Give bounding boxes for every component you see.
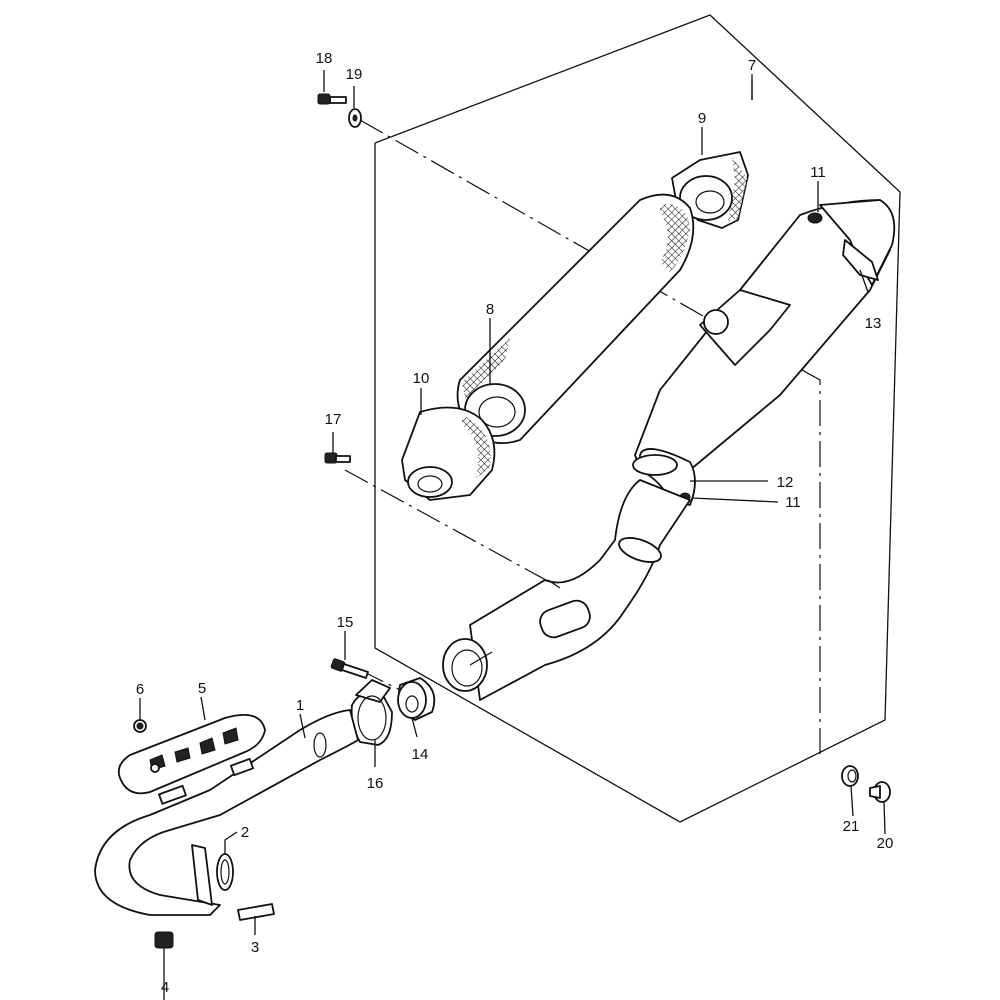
callout-12: 12 (777, 474, 794, 491)
nut-6 (133, 719, 147, 733)
callout-11-top: 11 (810, 164, 826, 181)
callout-21: 21 (843, 818, 860, 835)
muffler-body (632, 199, 896, 506)
washer-19 (348, 108, 362, 128)
header-pipe-1 (94, 709, 359, 916)
bolt-17 (324, 452, 351, 464)
exhaust-gasket-2 (216, 853, 234, 891)
bolt-15 (330, 658, 369, 679)
callout-4: 4 (161, 979, 169, 996)
callout-6: 6 (136, 681, 144, 698)
callout-19: 19 (346, 66, 363, 83)
callout-16: 16 (367, 775, 384, 792)
callout-10: 10 (413, 370, 430, 387)
callout-3: 3 (251, 939, 259, 956)
heat-shield-5 (117, 714, 266, 795)
callout-5: 5 (198, 680, 206, 697)
clamp-16 (350, 679, 393, 746)
bolt-18 (317, 93, 347, 105)
mid-pipe (442, 479, 691, 701)
nut-4 (154, 931, 174, 949)
callout-8: 8 (486, 301, 494, 318)
callout-13: 13 (865, 315, 882, 332)
callout-15: 15 (337, 614, 354, 631)
callout-1: 1 (296, 697, 304, 714)
callout-20: 20 (877, 835, 894, 852)
bolt-20 (869, 781, 891, 803)
callout-17: 17 (325, 411, 342, 428)
inlet-cap-10 (401, 406, 496, 501)
callout-11-bottom: 11 (785, 494, 801, 511)
callout-labels: 18 19 7 9 11 13 8 10 17 12 11 15 6 5 1 1… (136, 50, 894, 996)
callout-14: 14 (412, 746, 429, 763)
callout-7: 7 (748, 57, 756, 74)
callout-18: 18 (316, 50, 333, 67)
washer-21 (841, 765, 859, 787)
callout-2: 2 (241, 824, 249, 841)
stud-3 (237, 903, 275, 921)
callout-9: 9 (698, 110, 706, 127)
leader-lines (139, 70, 886, 1000)
gasket-14 (397, 677, 436, 721)
